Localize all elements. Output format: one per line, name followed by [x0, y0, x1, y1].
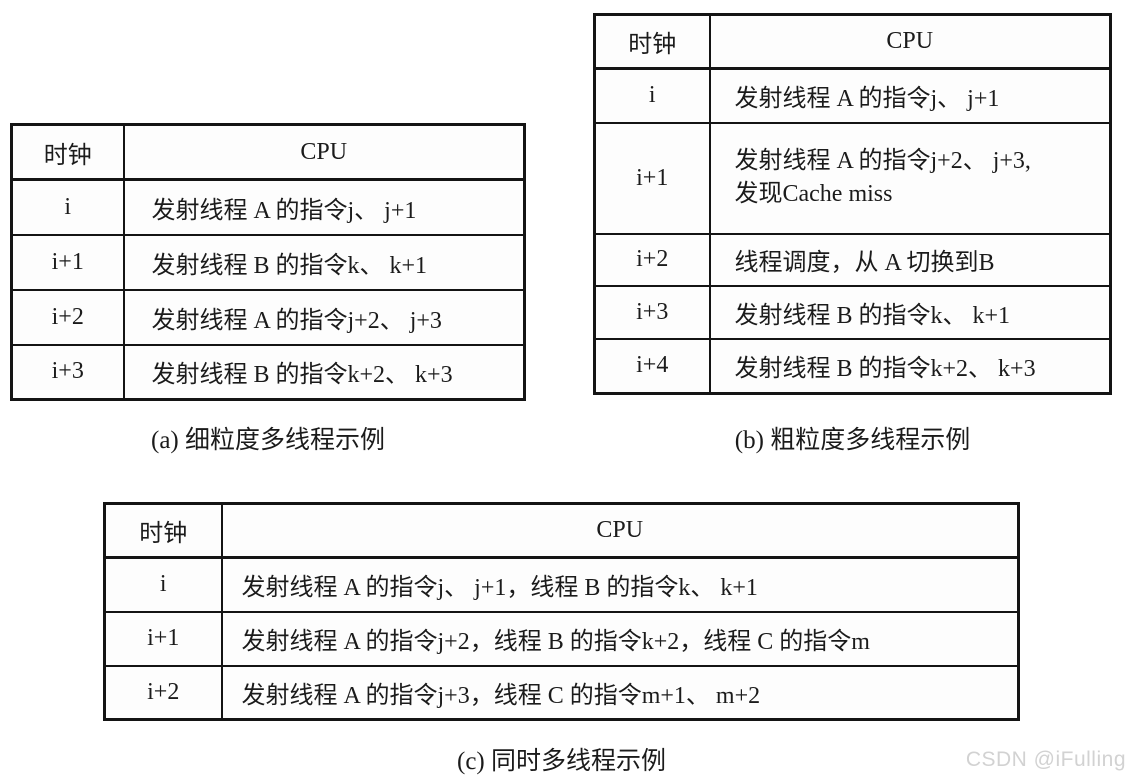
cell-cpu: 线程调度，从 A 切换到B: [708, 232, 1112, 287]
cell-clock: i+1: [10, 233, 125, 291]
cell-clock: i+4: [593, 337, 711, 395]
table-fine-grained: 时钟 CPU i 发射线程 A 的指令j、 j+1 i+1 发射线程 B 的指令…: [10, 123, 526, 401]
cell-clock: i+1: [593, 121, 711, 235]
caption-simultaneous: (c) 同时多线程示例: [457, 748, 666, 775]
header-cpu: CPU: [708, 13, 1112, 70]
table-row: i+1 发射线程 A 的指令j+2，线程 B 的指令k+2，线程 C 的指令m: [103, 610, 1020, 667]
cell-clock: i: [10, 178, 125, 236]
header-clock: 时钟: [10, 123, 125, 181]
cell-cpu: 发射线程 A 的指令j、 j+1，线程 B 的指令k、 k+1: [220, 556, 1020, 613]
cell-clock: i+1: [103, 610, 223, 667]
cell-cpu: 发射线程 B 的指令k+2、 k+3: [708, 337, 1112, 395]
cell-cpu: 发射线程 B 的指令k、 k+1: [708, 284, 1112, 340]
cell-clock: i+3: [593, 284, 711, 340]
table-row: i+2 发射线程 A 的指令j+3，线程 C 的指令m+1、 m+2: [103, 664, 1020, 721]
cell-cpu: 发射线程 B 的指令k+2、 k+3: [122, 343, 526, 401]
table-simultaneous: 时钟 CPU i 发射线程 A 的指令j、 j+1，线程 B 的指令k、 k+1…: [103, 502, 1020, 721]
table-row: i+1 发射线程 A 的指令j+2、 j+3, 发现Cache miss: [593, 121, 1112, 235]
table-header-row: 时钟 CPU: [593, 13, 1112, 70]
cell-clock: i+2: [103, 664, 223, 721]
table-row: i+3 发射线程 B 的指令k、 k+1: [593, 284, 1112, 340]
header-cpu: CPU: [122, 123, 526, 181]
csdn-watermark: CSDN @iFulling: [965, 748, 1126, 771]
table-row: i 发射线程 A 的指令j、 j+1: [10, 178, 526, 236]
table-header-row: 时钟 CPU: [10, 123, 526, 181]
header-clock: 时钟: [593, 13, 711, 70]
caption-coarse-grained: (b) 粗粒度多线程示例: [734, 427, 971, 454]
cell-cpu: 发射线程 B 的指令k、 k+1: [122, 233, 526, 291]
caption-fine-grained: (a) 细粒度多线程示例: [151, 427, 385, 454]
cell-cpu: 发射线程 A 的指令j+2、 j+3: [122, 288, 526, 346]
cell-cpu: 发射线程 A 的指令j、 j+1: [708, 67, 1112, 124]
table-coarse-grained: 时钟 CPU i 发射线程 A 的指令j、 j+1 i+1 发射线程 A 的指令…: [593, 13, 1112, 395]
table-row: i 发射线程 A 的指令j、 j+1: [593, 67, 1112, 124]
table-row: i+4 发射线程 B 的指令k+2、 k+3: [593, 337, 1112, 395]
table-row: i+3 发射线程 B 的指令k+2、 k+3: [10, 343, 526, 401]
header-cpu: CPU: [220, 502, 1020, 559]
cell-cpu: 发射线程 A 的指令j+2，线程 B 的指令k+2，线程 C 的指令m: [220, 610, 1020, 667]
header-clock: 时钟: [103, 502, 223, 559]
cell-clock: i+3: [10, 343, 125, 401]
cell-cpu: 发射线程 A 的指令j+2、 j+3, 发现Cache miss: [708, 121, 1112, 235]
table-row: i+2 线程调度，从 A 切换到B: [593, 232, 1112, 287]
table-header-row: 时钟 CPU: [103, 502, 1020, 559]
table-row: i+1 发射线程 B 的指令k、 k+1: [10, 233, 526, 291]
cell-clock: i: [103, 556, 223, 613]
cell-clock: i: [593, 67, 711, 124]
table-row: i 发射线程 A 的指令j、 j+1，线程 B 的指令k、 k+1: [103, 556, 1020, 613]
cell-clock: i+2: [10, 288, 125, 346]
cell-cpu: 发射线程 A 的指令j+3，线程 C 的指令m+1、 m+2: [220, 664, 1020, 721]
table-row: i+2 发射线程 A 的指令j+2、 j+3: [10, 288, 526, 346]
cell-cpu: 发射线程 A 的指令j、 j+1: [122, 178, 526, 236]
cell-clock: i+2: [593, 232, 711, 287]
